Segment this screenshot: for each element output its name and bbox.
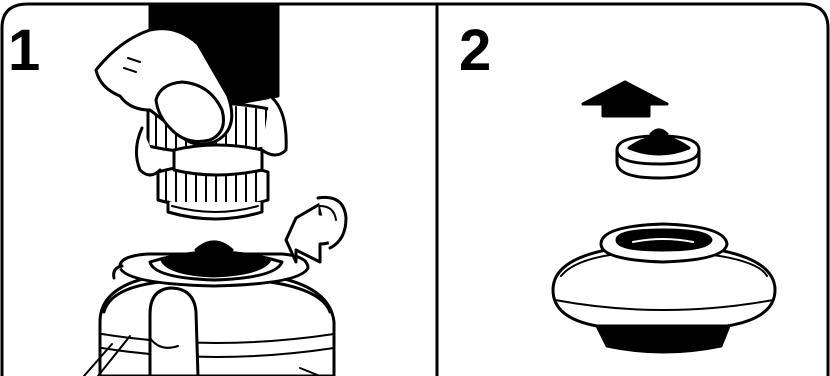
step-2-panel: 2: [437, 0, 830, 376]
hand-icon: [150, 288, 198, 376]
filter-cap-icon: [617, 130, 699, 178]
step-1-panel: 1: [0, 0, 437, 376]
up-arrow-icon: [583, 82, 667, 116]
base-unit-icon: [553, 224, 775, 352]
step-2-illustration: [437, 0, 830, 376]
lid-icon: [158, 145, 268, 219]
rotate-arrow-icon: [286, 197, 346, 262]
step-1-illustration: [0, 0, 437, 376]
